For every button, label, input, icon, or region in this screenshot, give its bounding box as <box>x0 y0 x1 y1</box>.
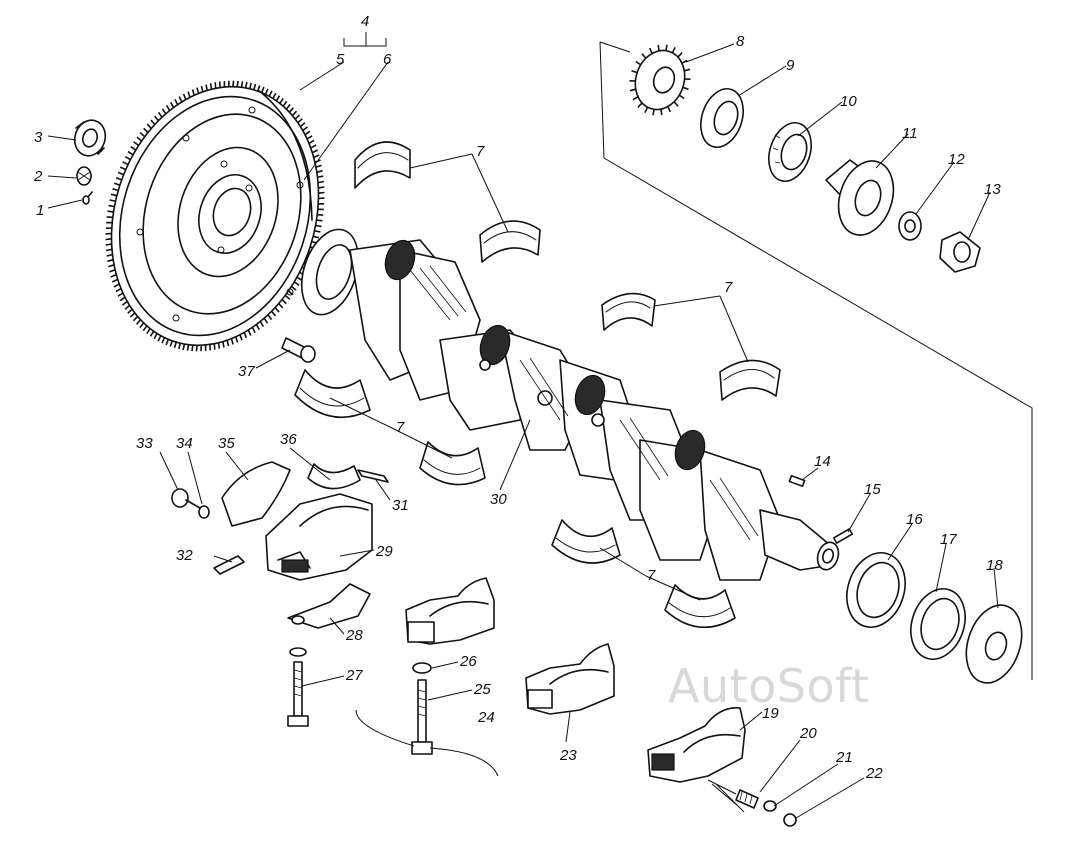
bracket-24 <box>355 709 499 777</box>
callout-34: 34 <box>176 435 193 452</box>
callout-15: 15 <box>864 481 881 498</box>
callout-10: 10 <box>840 93 857 110</box>
washer-34 <box>198 505 210 519</box>
callout-28: 28 <box>345 627 363 644</box>
callout-22: 22 <box>865 765 883 782</box>
callout-37: 37 <box>238 363 255 380</box>
callout-3: 3 <box>34 129 43 146</box>
callout-16: 16 <box>906 511 923 528</box>
ratchet-nut-13 <box>939 231 981 273</box>
key-14 <box>788 474 806 488</box>
callout-35: 35 <box>218 435 235 452</box>
spray-lines-20 <box>707 779 745 813</box>
main-bearing-cap-24 <box>405 577 495 645</box>
leader-lines <box>47 32 999 819</box>
callout-21: 21 <box>835 749 853 766</box>
bolt-27 <box>287 661 309 727</box>
callout-25: 25 <box>473 681 491 698</box>
bearing-shell-lower-1 <box>294 369 371 418</box>
bolt-37 <box>281 337 316 363</box>
screw-20 <box>735 789 759 809</box>
thrust-washer-16 <box>846 552 906 628</box>
bearing-shell-lower-4 <box>664 584 736 629</box>
pulley-hub-11 <box>825 159 895 236</box>
bearing-shell-lower-2 <box>419 441 486 486</box>
callout-7-bottom: 7 <box>647 567 656 584</box>
bearing-shell-upper-3 <box>601 292 656 331</box>
callout-32: 32 <box>176 547 193 564</box>
washer-26-left <box>289 647 307 657</box>
timing-gear-8 <box>629 44 691 116</box>
callout-8: 8 <box>736 33 745 50</box>
bolt-1 <box>82 191 93 205</box>
watermark-text: AutoSoft <box>668 659 870 713</box>
key-15 <box>832 528 854 544</box>
seal-10 <box>768 122 812 182</box>
callout-29: 29 <box>375 543 393 560</box>
callout-6: 6 <box>383 51 392 68</box>
seal-half-36 <box>307 463 361 490</box>
callout-7-right: 7 <box>724 279 733 296</box>
callout-27: 27 <box>345 667 363 684</box>
front-bearing-cap-19 <box>647 707 746 783</box>
callout-12: 12 <box>948 151 965 168</box>
bearing-shell-upper-4 <box>719 359 781 401</box>
flywheel-assembly <box>105 80 325 352</box>
pin-31 <box>357 469 389 483</box>
callout-33: 33 <box>136 435 153 452</box>
bearing-shell-lower-3 <box>551 519 621 564</box>
callout-23: 23 <box>559 747 577 764</box>
callout-1: 1 <box>36 202 44 219</box>
pilot-bearing-3 <box>73 119 107 157</box>
bearing-shell-upper-2 <box>479 220 541 263</box>
rear-seal-half-35 <box>221 461 291 527</box>
callout-24: 24 <box>477 709 495 726</box>
callout-14: 14 <box>814 453 831 470</box>
nut-21 <box>763 800 777 812</box>
callout-9: 9 <box>786 57 795 74</box>
callout-13: 13 <box>984 181 1001 198</box>
callout-labels: 4 5 6 3 2 1 7 7 7 7 8 9 10 11 12 13 14 1… <box>33 13 1003 782</box>
callout-18: 18 <box>986 557 1003 574</box>
callout-2: 2 <box>33 168 43 185</box>
callout-20: 20 <box>799 725 817 742</box>
callout-5: 5 <box>336 51 345 68</box>
washer-26 <box>412 662 432 674</box>
callout-7-top: 7 <box>476 143 485 160</box>
flywheel-center-bore <box>212 187 252 237</box>
lock-washer-12 <box>898 211 922 241</box>
group-bracket-line <box>599 41 1033 680</box>
thrust-washer-17 <box>910 588 966 660</box>
callout-19: 19 <box>762 705 779 722</box>
flywheel-rim <box>110 85 320 347</box>
callout-30: 30 <box>490 491 507 508</box>
crankshaft <box>300 228 840 581</box>
callout-4: 4 <box>361 13 369 30</box>
oil-deflector-9 <box>700 88 744 148</box>
callout-31: 31 <box>392 497 409 514</box>
lock-plate-28 <box>287 583 371 629</box>
rear-bearing-cap-29 <box>265 493 373 581</box>
callout-17: 17 <box>940 531 957 548</box>
callout-26: 26 <box>459 653 477 670</box>
bolt-33 <box>171 488 201 509</box>
callout-7-middle: 7 <box>396 419 405 436</box>
thrust-washer-18 <box>965 604 1023 684</box>
bolt-25 <box>411 679 433 755</box>
flywheel-ring-gear-teeth <box>105 80 325 352</box>
main-bearing-cap-23 <box>525 643 615 715</box>
callout-11: 11 <box>902 125 918 142</box>
nut-22 <box>783 813 797 827</box>
callout-36: 36 <box>280 431 297 448</box>
bearing-shell-upper-1 <box>354 141 411 189</box>
flywheel-hub <box>177 146 279 278</box>
washer-2 <box>76 166 92 186</box>
pin-32 <box>213 555 245 575</box>
